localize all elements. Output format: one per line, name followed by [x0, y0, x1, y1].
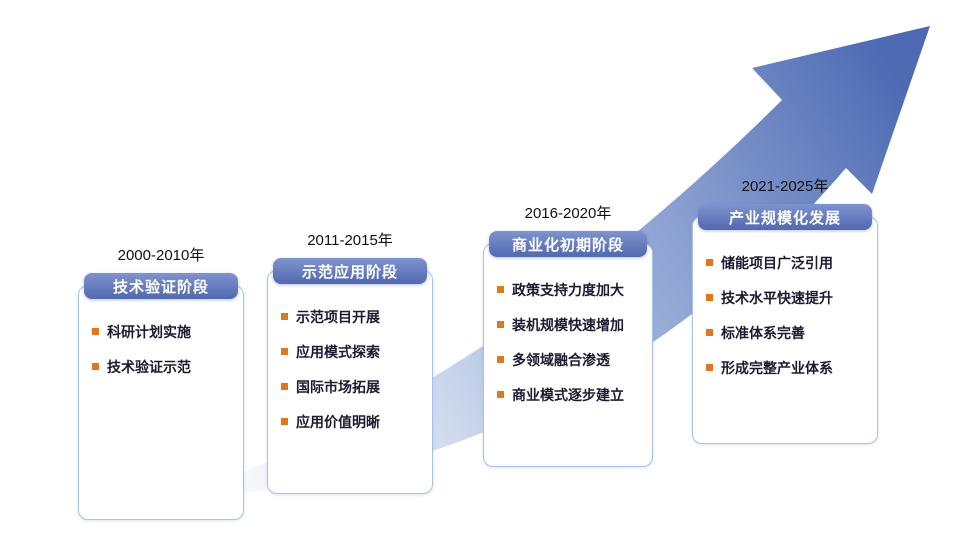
stage-item-text: 示范项目开展 [296, 308, 380, 325]
bullet-square-icon [92, 363, 99, 370]
stage-item: 形成完整产业体系 [706, 350, 871, 385]
bullet-square-icon [92, 328, 99, 335]
bullet-square-icon [281, 313, 288, 320]
stage-item-text: 政策支持力度加大 [512, 281, 624, 298]
stage-item-text: 应用价值明晰 [296, 413, 380, 430]
stage-item-text: 标准体系完善 [721, 324, 805, 341]
stage-item-text: 应用模式探索 [296, 343, 380, 360]
stage-card: 技术验证阶段科研计划实施技术验证示范 [78, 273, 244, 520]
stage-item: 科研计划实施 [92, 314, 237, 349]
stage-1: 2000-2010年技术验证阶段科研计划实施技术验证示范 [78, 246, 244, 520]
stage-card: 产业规模化发展储能项目广泛引用技术水平快速提升标准体系完善形成完整产业体系 [692, 204, 878, 444]
stage-item: 多领域融合渗透 [497, 342, 646, 377]
stage-item-text: 技术水平快速提升 [721, 289, 833, 306]
stage-item-list: 政策支持力度加大装机规模快速增加多领域融合渗透商业模式逐步建立 [497, 270, 646, 412]
stage-item: 国际市场拓展 [281, 369, 426, 404]
stage-title-badge: 产业规模化发展 [698, 204, 872, 230]
stage-item: 示范项目开展 [281, 299, 426, 334]
stage-item-list: 示范项目开展应用模式探索国际市场拓展应用价值明晰 [281, 297, 426, 439]
stage-item: 商业模式逐步建立 [497, 377, 646, 412]
bullet-square-icon [706, 364, 713, 371]
stage-item: 储能项目广泛引用 [706, 245, 871, 280]
bullet-square-icon [706, 259, 713, 266]
stage-item-list: 储能项目广泛引用技术水平快速提升标准体系完善形成完整产业体系 [706, 243, 871, 385]
bullet-square-icon [706, 294, 713, 301]
stage-item: 技术水平快速提升 [706, 280, 871, 315]
bullet-square-icon [706, 329, 713, 336]
stage-item-text: 装机规模快速增加 [512, 316, 624, 333]
stage-item-text: 多领域融合渗透 [512, 351, 610, 368]
stage-year-label: 2000-2010年 [117, 247, 205, 264]
growth-arrow-shape [165, 26, 930, 500]
stage-4: 2021-2025年产业规模化发展储能项目广泛引用技术水平快速提升标准体系完善形… [692, 177, 878, 444]
bullet-square-icon [497, 321, 504, 328]
stage-item: 标准体系完善 [706, 315, 871, 350]
stage-year-label: 2016-2020年 [524, 205, 612, 222]
stage-year-label: 2021-2025年 [741, 178, 829, 195]
bullet-square-icon [497, 286, 504, 293]
stage-item-text: 技术验证示范 [107, 358, 191, 375]
bullet-square-icon [281, 418, 288, 425]
bullet-square-icon [497, 391, 504, 398]
bullet-square-icon [281, 383, 288, 390]
stage-item-text: 商业模式逐步建立 [512, 386, 624, 403]
stage-item: 技术验证示范 [92, 349, 237, 384]
stage-title-badge: 技术验证阶段 [84, 273, 238, 299]
stage-title-badge: 商业化初期阶段 [489, 231, 647, 257]
stage-item-text: 科研计划实施 [107, 323, 191, 340]
stage-item: 应用价值明晰 [281, 404, 426, 439]
stage-item: 应用模式探索 [281, 334, 426, 369]
stage-3: 2016-2020年商业化初期阶段政策支持力度加大装机规模快速增加多领域融合渗透… [483, 204, 653, 467]
stage-2: 2011-2015年示范应用阶段示范项目开展应用模式探索国际市场拓展应用价值明晰 [267, 231, 433, 494]
stage-card: 示范应用阶段示范项目开展应用模式探索国际市场拓展应用价值明晰 [267, 258, 433, 494]
stage-item-text: 国际市场拓展 [296, 378, 380, 395]
stage-year-label: 2011-2015年 [307, 232, 393, 249]
stage-item-text: 储能项目广泛引用 [721, 254, 833, 271]
stage-card: 商业化初期阶段政策支持力度加大装机规模快速增加多领域融合渗透商业模式逐步建立 [483, 231, 653, 467]
stage-title-badge: 示范应用阶段 [273, 258, 427, 284]
stage-item: 政策支持力度加大 [497, 272, 646, 307]
stage-item: 装机规模快速增加 [497, 307, 646, 342]
bullet-square-icon [281, 348, 288, 355]
stage-item-text: 形成完整产业体系 [721, 359, 833, 376]
stage-item-list: 科研计划实施技术验证示范 [92, 312, 237, 384]
bullet-square-icon [497, 356, 504, 363]
